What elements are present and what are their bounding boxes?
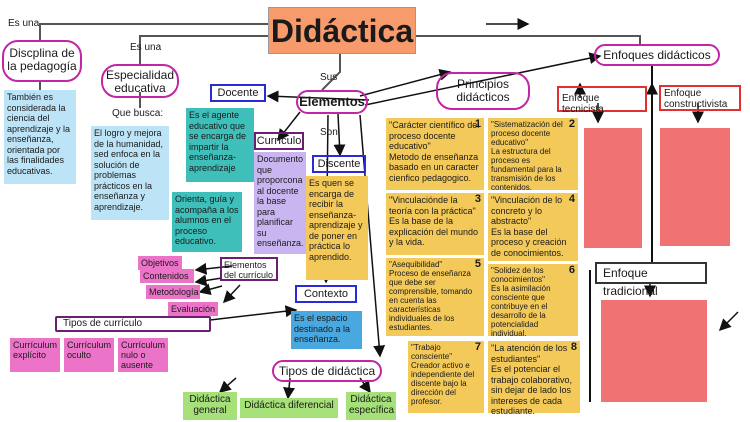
elementos-node: Elementos [296, 90, 368, 114]
principio-number: 5 [474, 258, 481, 270]
tipos-curriculo-item-oculto: Currículum oculto [64, 338, 114, 372]
principio-8: 8 "La atención de los estudiantes" Es el… [488, 341, 580, 416]
label-es-una-2: Es una [130, 42, 162, 53]
curriculo-item-contenidos: Contenidos [140, 269, 194, 283]
principio-5: 5 "Asequibilidad" Proceso de enseñanza q… [386, 258, 484, 336]
disciplina-node: Discplina de la pedagogía [2, 40, 82, 82]
enfoque-tecnicista-node: Enfoque tecnicista [557, 86, 647, 115]
tipos-didactica-node: Tipos de didáctica [272, 360, 382, 382]
especialidad-description: El logro y mejora de la humanidad, sed e… [91, 126, 169, 220]
principio-desc: Creador activo e independiente del disce… [411, 361, 475, 406]
principio-title: "La atención de los estudiantes" [491, 343, 568, 364]
principio-desc: Es la base del proceso y creación de con… [491, 226, 567, 258]
enfoque-constructivista-node: Enfoque constructivista [659, 85, 741, 111]
principio-title: "Vinculación de lo concreto y lo abstrac… [491, 195, 563, 226]
principio-title: "Asequibilidad" [389, 260, 443, 269]
principio-desc: Proceso de enseñanza que debe ser compre… [389, 269, 473, 332]
contexto-description: Es el espacio destinado a la enseñanza. [291, 311, 362, 349]
principio-number: 7 [474, 341, 481, 353]
discente-description: Es quen se encarga de recibir la enseñan… [306, 176, 368, 280]
curriculo-description: Documento que proporcona al docente la b… [254, 152, 306, 254]
principio-2: 2 "Sistematización del proceso docente e… [488, 118, 578, 192]
enfoque-tradicional-node: Enfoque tradicional [595, 262, 707, 298]
enfoques-node: Enfoques didácticos [594, 44, 720, 66]
principio-desc: Es la asimilación consciente que contrib… [491, 284, 551, 338]
principio-title: "Carácter científico del proceso docente… [389, 120, 480, 151]
tipos-didactica-item-diferencial: Didáctica diferencial [240, 398, 338, 418]
principio-desc: La estructura del proceso es fundamental… [491, 147, 562, 192]
tipos-didactica-item-general: Didáctica general [183, 392, 237, 420]
principio-desc: Es el potenciar el trabajo colaborativo,… [491, 364, 573, 416]
label-sus: Sus [320, 72, 338, 83]
principio-7: 7 "Trabajo consciente" Creador activo e … [408, 341, 484, 413]
label-son: Son: [320, 127, 341, 138]
principio-number: 4 [568, 193, 575, 205]
docente-description-2: Orienta, guía y acompaña a los alumnos e… [172, 192, 242, 252]
principio-title: "Trabajo consciente" [411, 343, 453, 361]
page-title: Didáctica [268, 7, 416, 54]
curriculo-item-objetivos: Objetivos [138, 256, 182, 270]
principio-1: 1 "Carácter científico del proceso docen… [386, 118, 484, 190]
tipos-curriculo-node: Tipos de currículo [55, 316, 211, 332]
principio-6: 6 "Solidez de los conocimientos" Es la a… [488, 264, 578, 338]
label-es-una-1: Es una [8, 18, 40, 29]
principio-number: 1 [474, 118, 481, 130]
label-que-busca: Que busca: [112, 108, 164, 119]
docente-node: Docente [210, 84, 266, 102]
principio-number: 6 [568, 264, 575, 276]
principio-number: 2 [568, 118, 575, 130]
principio-4: 4 "Vinculación de lo concreto y lo abstr… [488, 193, 578, 261]
disciplina-description: También es considerada la ciencia del ap… [4, 90, 76, 184]
contexto-node: Contexto [295, 285, 357, 303]
docente-description-1: Es el agente educativo que se encarga de… [186, 108, 254, 182]
discente-node: Discente [312, 155, 366, 173]
enfoque-tradicional-placeholder [601, 300, 707, 402]
enfoque-constructivista-placeholder [660, 128, 730, 246]
principio-title: "Vinculaciónde la teoría con la práctica… [389, 195, 476, 216]
especialidad-node: Especialidad educativa [101, 64, 179, 98]
curriculo-item-metodologia: Metodología [146, 285, 200, 299]
tipos-curriculo-item-explicito: Currículum explícito [10, 338, 60, 372]
principio-3: 3 "Vinculaciónde la teoría con la prácti… [386, 193, 484, 255]
principio-number: 8 [570, 341, 577, 353]
principios-node: Principios didácticos [436, 72, 530, 110]
principio-title: "Solidez de los conocimientos" [491, 266, 545, 284]
tipos-didactica-item-especifica: Didáctica específica [346, 392, 396, 420]
enfoque-tecnicista-placeholder [584, 128, 642, 248]
tipos-curriculo-item-nulo: Currículum nulo o ausente [118, 338, 168, 372]
principio-title: "Sistematización del proceso docente edu… [491, 120, 563, 147]
elementos-curriculo-node: Elementos del currículo [220, 257, 278, 281]
principio-number: 3 [474, 193, 481, 205]
principio-desc: Es la base de la explicación del mundo y… [389, 216, 479, 247]
curriculo-item-evaluacion: Evaluación [168, 302, 218, 316]
curriculo-node: Currículo [254, 132, 304, 150]
principio-desc: Metodo de enseñanza basado en un caracte… [389, 151, 479, 183]
